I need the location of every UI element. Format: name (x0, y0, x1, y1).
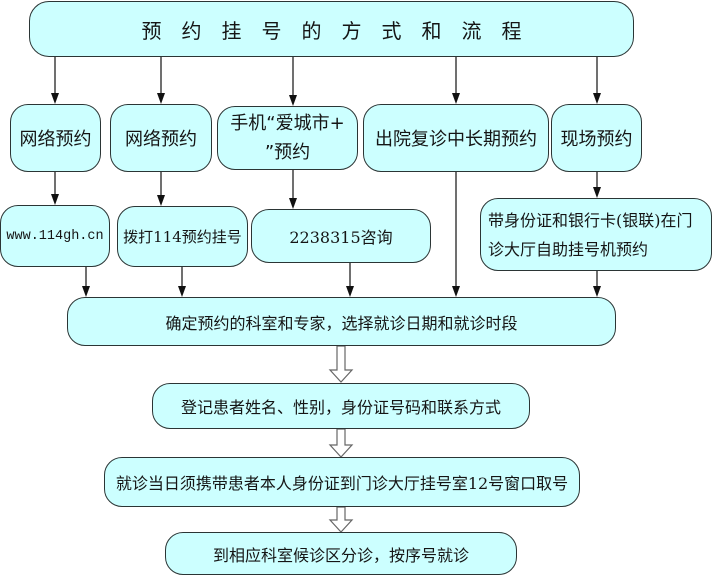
step-box-4: 到相应科室候诊区分诊，按序号就诊 (165, 532, 517, 575)
method-box-discharge-followup: 出院复诊中长期预约 (363, 104, 549, 172)
method-label: 网络预约 (125, 129, 197, 150)
method-label: 出院复诊中长期预约 (375, 129, 537, 150)
arrow-title-to-method-5 (593, 57, 601, 104)
step-text: 确定预约的科室和专家，选择就诊日期和就诊时段 (165, 313, 518, 333)
detail-text: 2238315咨询 (289, 228, 393, 247)
step-box-1: 确定预约的科室和专家，选择就诊日期和就诊时段 (67, 297, 616, 346)
arrow-title-to-method-3 (289, 57, 297, 106)
arrow-method-4-to-step-1 (452, 172, 460, 297)
arrow-title-to-method-1 (51, 57, 59, 104)
arrow-detail-3-to-step-1 (346, 263, 354, 297)
arrow-method-3-to-detail (289, 170, 297, 209)
hollow-arrow-step-3-to-4 (328, 506, 354, 533)
arrow-method-1-to-detail (51, 172, 59, 205)
arrow-detail-2-to-step-1 (178, 267, 186, 297)
arrow-detail-5-to-step-1 (593, 271, 601, 297)
step-text: 就诊当日须携带患者本人身份证到门诊大厅挂号室12号窗口取号 (115, 474, 569, 493)
step-text: 到相应科室候诊区分诊，按序号就诊 (212, 545, 469, 565)
method-box-mobile-app: 手机“爱城市+ ”预约 (217, 106, 358, 170)
arrow-title-to-method-4 (452, 57, 460, 104)
hollow-arrow-step-1-to-2 (328, 345, 354, 383)
step-box-2: 登记患者姓名、性别，身份证号码和联系方式 (152, 383, 530, 429)
arrow-method-5-to-detail (593, 172, 601, 198)
method-box-on-site: 现场预约 (551, 104, 642, 172)
detail-box-consult-number: 2238315咨询 (251, 209, 431, 263)
arrow-detail-1-to-step-1 (82, 267, 90, 297)
arrow-method-2-to-detail (157, 172, 165, 206)
detail-text-line-2: 诊大厅自助挂号机预约 (488, 239, 649, 259)
detail-box-phone-114: 拨打114预约挂号 (117, 206, 248, 267)
detail-box-website: www.114gh.cn (0, 205, 110, 267)
detail-text-line-1: 带身份证和银行卡(银联)在门 (488, 210, 693, 230)
method-box-online-1: 网络预约 (10, 104, 101, 172)
step-box-3: 就诊当日须携带患者本人身份证到门诊大厅挂号室12号窗口取号 (104, 457, 580, 507)
flowchart-title: 预约挂号的方式和流程 (141, 18, 542, 43)
method-label-line-1: 手机“爱城市+ (230, 113, 345, 134)
hollow-arrow-step-2-to-3 (328, 428, 354, 458)
method-label: 现场预约 (560, 129, 633, 150)
detail-text: www.114gh.cn (6, 228, 104, 244)
title-box: 预约挂号的方式和流程 (29, 1, 634, 57)
method-label-line-2: ”预约 (264, 142, 311, 163)
arrow-title-to-method-2 (157, 57, 165, 104)
method-label: 网络预约 (19, 129, 92, 150)
detail-box-self-service-kiosk: 带身份证和银行卡(银联)在门 诊大厅自助挂号机预约 (480, 198, 712, 271)
step-text: 登记患者姓名、性别，身份证号码和联系方式 (180, 398, 501, 417)
detail-text: 拨打114预约挂号 (123, 228, 242, 246)
method-box-online-2: 网络预约 (110, 104, 212, 172)
